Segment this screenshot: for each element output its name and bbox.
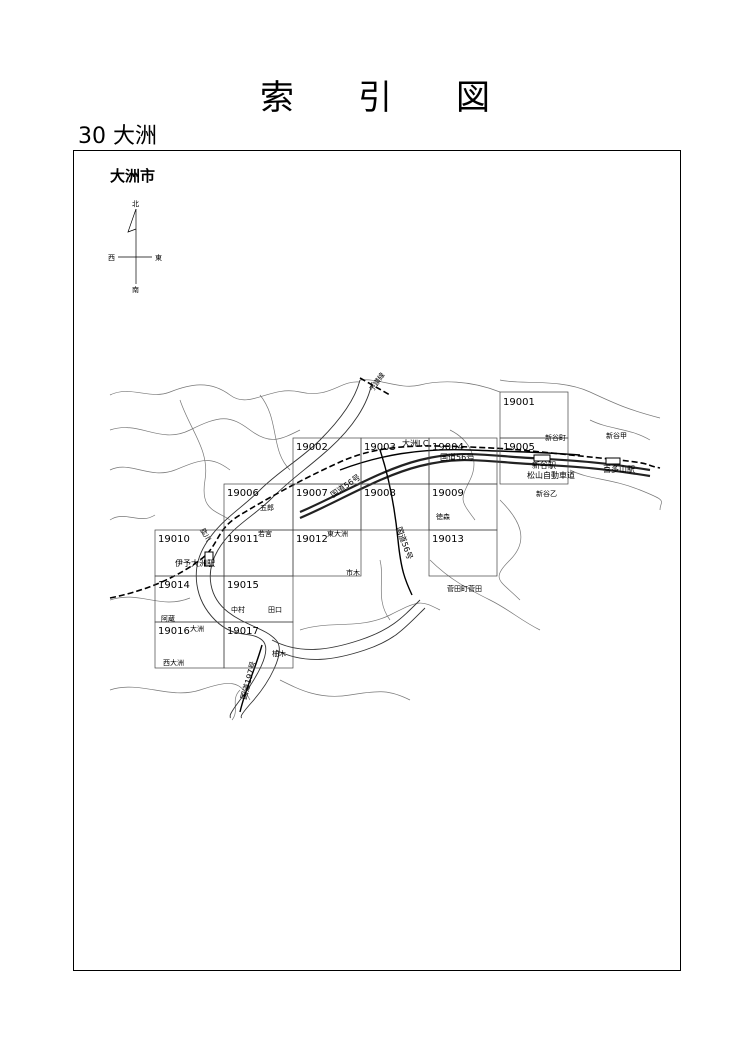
compass-south: 南 [132,285,139,294]
expressway [299,452,651,520]
station-marker [605,457,621,465]
tile-label: 19012 [296,534,328,545]
place-label: 国道56号 [394,525,415,561]
place-label: 喜多山駅 [603,464,635,474]
railway [109,377,661,599]
tile-label: 19004 [432,442,464,453]
place-label: 市木 [346,568,360,577]
tile-label: 19001 [503,397,535,408]
tile-label: 19008 [364,488,396,499]
place-label: 西大洲 [163,658,184,667]
place-label: 伊予大洲駅 [175,558,215,568]
place-label: 菅田町菅田 [447,584,482,593]
tile-label: 19015 [227,580,259,591]
place-label: 国道56号 [440,452,474,462]
station-marker [204,551,214,567]
place-label: 大洲I.C [402,438,429,448]
page-subtitle: 30 大洲 [78,124,157,149]
place-label: 阿蔵 [161,614,175,623]
station-marker [533,454,551,462]
place-label: 大洲 [190,624,204,633]
place-label: 徳森 [436,512,450,521]
tile-grid [154,391,569,669]
river [195,379,426,719]
place-label: 肱川 [198,527,213,544]
tile-label: 19014 [158,580,190,591]
place-label: 五郎 [260,503,274,512]
place-label: 東大洲 [327,529,348,538]
tile-label: 19006 [227,488,259,499]
place-label: 新谷町 [545,433,566,442]
tile-label: 19011 [227,534,259,545]
compass [118,208,152,284]
place-label: 田口 [268,606,282,614]
tile-label: 19007 [296,488,328,499]
tile-label: 19013 [432,534,464,545]
tile-label: 19009 [432,488,464,499]
tile-label: 19010 [158,534,190,545]
place-label: 新谷甲 [606,431,627,440]
place-label: 柚木 [272,649,286,658]
compass-north: 北 [132,200,139,208]
national-routes [239,448,581,713]
tile-label: 19002 [296,442,328,453]
tile-label: 19017 [227,626,259,637]
city-label: 大洲市 [110,167,156,185]
place-label: 若宮 [258,529,272,538]
page-title: 索引図 [260,78,554,118]
tile-label: 19005 [503,442,535,453]
map-frame [73,150,681,971]
place-label: 新谷乙 [536,489,557,498]
place-label: 中村 [231,605,245,614]
place-label: 松山自動車道 [527,470,575,480]
compass-east: 東 [155,253,162,262]
place-label: 国道197号 [238,660,258,701]
compass-west: 西 [108,254,115,262]
tile-label: 19016 [158,626,190,637]
terrain-lines [109,379,662,721]
stations [204,454,621,567]
place-label: 新谷駅 [532,460,556,470]
tile-label: 19003 [364,442,396,453]
